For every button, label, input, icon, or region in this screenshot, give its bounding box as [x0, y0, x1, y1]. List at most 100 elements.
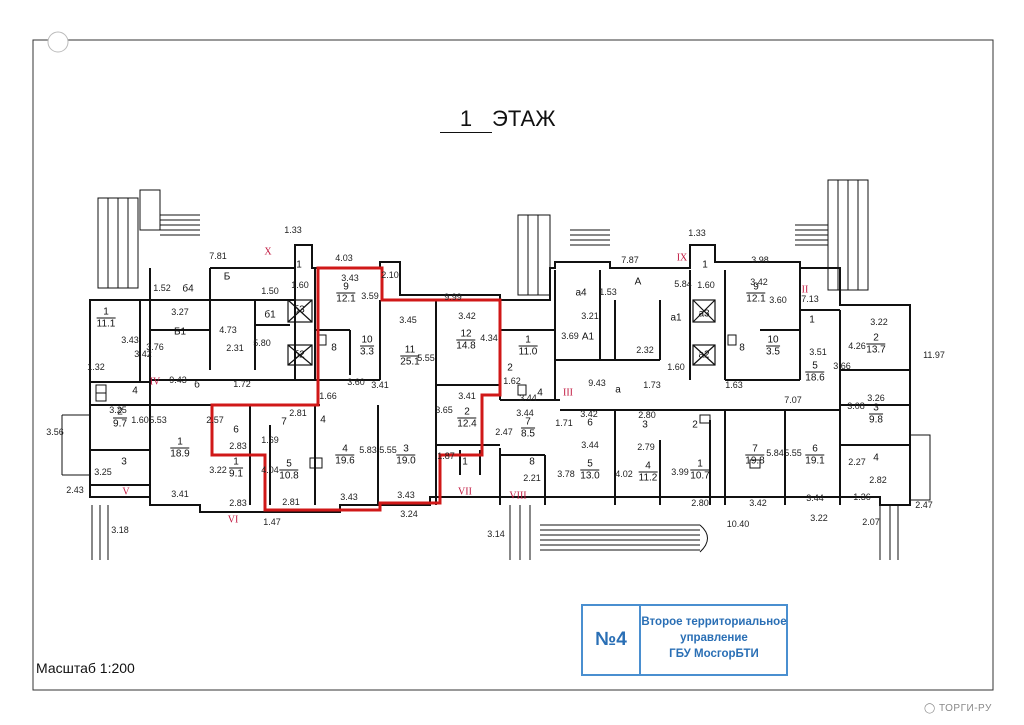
- space-label: б4: [182, 283, 194, 295]
- room-number: 4: [335, 444, 355, 456]
- room-number: 1: [170, 437, 190, 449]
- room-number: 6: [805, 444, 825, 456]
- dimension-label: 3.21: [581, 311, 599, 321]
- dimension-label: 3.41: [171, 489, 189, 499]
- space-label: б3: [293, 304, 305, 316]
- space-label: Б: [223, 271, 231, 283]
- dimension-label: 3.56: [46, 427, 64, 437]
- dimension-label: 4.04: [261, 465, 279, 475]
- space-label: 8: [529, 456, 535, 468]
- space-label: 1: [702, 259, 708, 271]
- room-number: 11: [400, 345, 420, 357]
- stamp-line-2: управление: [680, 632, 748, 644]
- watermark-icon: ◯: [924, 703, 936, 714]
- dimension-label: 5.55: [379, 445, 397, 455]
- room-number: 1: [690, 459, 710, 471]
- dimension-label: 9.43: [588, 378, 606, 388]
- room-number: 1: [229, 457, 243, 469]
- room-number: 7: [521, 417, 535, 429]
- dimension-label: 2.47: [495, 427, 513, 437]
- dimension-label: 3.42: [750, 277, 768, 287]
- roman-numeral-label: VIII: [509, 490, 527, 502]
- dimension-label: 3.76: [146, 342, 164, 352]
- dimension-label: 4.02: [615, 469, 633, 479]
- space-label: 1: [296, 259, 302, 271]
- room-number: 5: [805, 361, 825, 373]
- dimension-label: 7.13: [801, 294, 819, 304]
- dimension-label: 7.07: [784, 395, 802, 405]
- dimension-label: 3.41: [458, 391, 476, 401]
- dimension-label: 5.80: [253, 338, 271, 348]
- space-label: 8: [739, 342, 745, 354]
- dimension-label: 1.62: [503, 376, 521, 386]
- floor-word: ЭТАЖ: [492, 106, 556, 131]
- dimension-label: 3.60: [347, 377, 365, 387]
- dimension-label: 2.81: [282, 497, 300, 507]
- dimension-label: 3.08: [847, 401, 865, 411]
- dimension-label: 3.66: [833, 361, 851, 371]
- watermark: ◯ ТОРГИ-РУ: [924, 703, 992, 714]
- space-label: а1: [670, 312, 682, 324]
- room-number: 2: [457, 407, 477, 419]
- dimension-label: 2.10: [381, 270, 399, 280]
- space-label: б1: [264, 309, 276, 321]
- dimension-label: 11.97: [923, 350, 945, 360]
- dimension-label: 3.25: [94, 467, 112, 477]
- dimension-label: 3.25: [109, 405, 127, 415]
- dimension-label: 1.33: [284, 225, 302, 235]
- space-label: 2: [507, 362, 513, 374]
- room-area: 10.7: [690, 470, 710, 482]
- room-area: 11.1: [96, 318, 116, 330]
- dimension-label: 1.72: [233, 379, 251, 389]
- room-number: 9: [746, 282, 766, 294]
- dimension-label: 1.71: [555, 418, 573, 428]
- room-area: 11.0: [518, 346, 538, 358]
- dimension-label: 3.43: [121, 335, 139, 345]
- space-label: а2: [698, 349, 710, 361]
- room-number: 2: [113, 407, 127, 419]
- roman-numeral-label: VII: [458, 486, 472, 498]
- room-number: 12: [456, 329, 476, 341]
- dimension-label: 3.99: [671, 467, 689, 477]
- dimension-label: 1.69: [261, 435, 279, 445]
- dimension-label: 1.32: [87, 362, 105, 372]
- room-area: 3.3: [360, 346, 374, 358]
- room-area: 11.2: [638, 472, 658, 484]
- space-label: а3: [698, 308, 710, 320]
- room-number: 1: [96, 307, 116, 319]
- dimension-label: 2.80: [691, 498, 709, 508]
- space-label: Б1: [173, 326, 187, 338]
- dimension-label: 3.42: [749, 498, 767, 508]
- dimension-label: 2.81: [289, 408, 307, 418]
- fixtures: [95, 334, 761, 469]
- room-number: 4: [638, 461, 658, 473]
- dimension-label: 9.99: [444, 292, 462, 302]
- space-label: 1: [462, 456, 468, 468]
- space-label: 7: [281, 416, 287, 428]
- punch-hole: [47, 31, 69, 53]
- dimension-label: 2.47: [915, 500, 933, 510]
- space-label: 6: [587, 417, 593, 429]
- floor-number: 1: [440, 106, 492, 133]
- room-number: 2: [866, 333, 886, 345]
- dimension-label: 1.47: [263, 517, 281, 527]
- dimension-label: 5.84: [766, 448, 784, 458]
- room-area: 3.5: [766, 346, 780, 358]
- room-area: 19.6: [335, 455, 355, 467]
- dimension-label: 3.22: [209, 465, 227, 475]
- dimension-label: 3.41: [371, 380, 389, 390]
- stamp-line-3: ГБУ МосгорБТИ: [669, 648, 759, 660]
- dimension-label: 4.73: [219, 325, 237, 335]
